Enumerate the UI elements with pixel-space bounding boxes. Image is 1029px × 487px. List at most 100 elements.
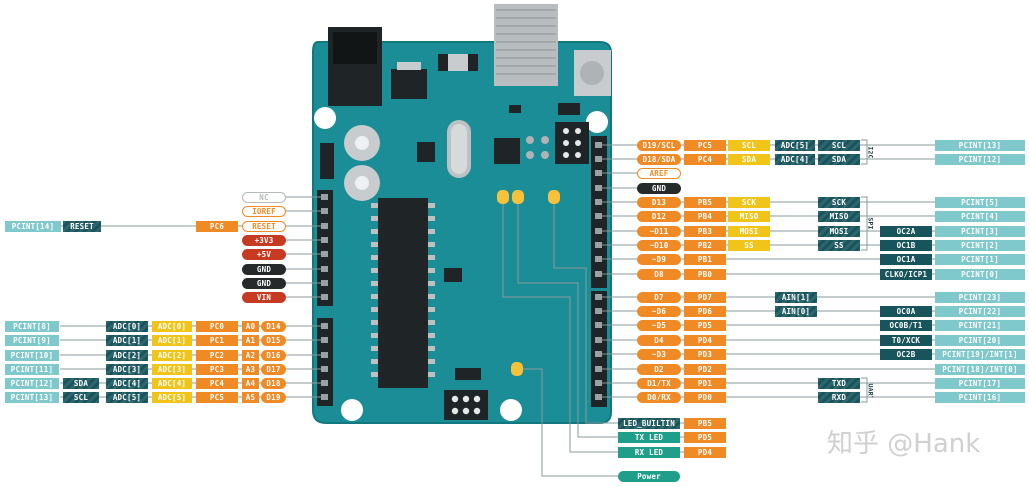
analog-pin-label: A3 xyxy=(242,363,259,375)
atmega328p-chip xyxy=(378,198,428,388)
digital-pin-label: D12 xyxy=(637,210,681,222)
chip-pin xyxy=(428,359,435,364)
chip-pin xyxy=(371,216,378,221)
header-pin xyxy=(321,266,328,272)
pcint-label: PCINT[5] xyxy=(935,196,1025,208)
icsp-pin xyxy=(575,128,581,134)
pcint-label: PCINT[22] xyxy=(935,305,1025,317)
header-pin xyxy=(595,294,602,300)
adc-label: ADC[4] xyxy=(152,377,192,389)
watermark-text: 知乎 @Hank xyxy=(827,429,981,459)
port-label: PB0 xyxy=(684,268,726,280)
header-pin xyxy=(321,251,328,257)
mounting-hole xyxy=(586,111,608,133)
analog-pin-label: A1 xyxy=(242,334,259,346)
header-pin xyxy=(595,199,602,205)
chip-pin xyxy=(428,281,435,286)
pcint-label: PCINT[14] xyxy=(5,220,61,232)
adc-label: ADC[0] xyxy=(106,320,148,332)
chip-pin xyxy=(428,255,435,260)
led-label: LED_BUILTIN xyxy=(618,417,680,429)
ain-label: AIN[1] xyxy=(775,291,817,303)
header-pin xyxy=(321,280,328,286)
icsp-pin xyxy=(563,140,569,146)
header-pin xyxy=(321,208,328,214)
pcint-label: PCINT[16] xyxy=(935,391,1025,403)
adc-label: ADC[4] xyxy=(775,153,815,165)
ain-label: AIN[0] xyxy=(775,305,817,317)
icsp-pin xyxy=(563,128,569,134)
function-label: MOSI xyxy=(728,225,770,237)
alt-function-label: OC1B xyxy=(880,239,932,251)
power-led xyxy=(511,362,523,376)
power-jack-opening xyxy=(333,32,377,64)
chip-pin xyxy=(428,229,435,234)
header-pin xyxy=(595,142,602,148)
port-label: PC5 xyxy=(196,391,238,403)
pcint-label: PCINT[11] xyxy=(5,363,59,375)
alt-function-label: RESET xyxy=(63,220,101,232)
port-label: PC1 xyxy=(196,334,238,346)
adc-label: ADC[5] xyxy=(106,391,148,403)
power-pin-label: GND xyxy=(242,263,286,275)
led-label: Power xyxy=(618,470,680,482)
onboard-led xyxy=(512,190,524,204)
port-label: PC0 xyxy=(196,320,238,332)
solder-pad xyxy=(541,151,549,159)
solder-pad xyxy=(541,136,549,144)
bus-bracket xyxy=(861,377,868,403)
led-leader-line xyxy=(517,204,618,438)
header-pin xyxy=(321,237,328,243)
digital-pin-label: D4 xyxy=(637,334,681,346)
digital-pin-label: D0/RX xyxy=(637,391,681,403)
alt-function-label: OC2B xyxy=(880,348,932,360)
port-label: PC2 xyxy=(196,349,238,361)
function-label: SCL xyxy=(728,139,770,151)
header-pin xyxy=(321,323,328,329)
port-label: PB2 xyxy=(684,239,726,251)
alt-function-label: OC1A xyxy=(880,253,932,265)
alt-function-label: CLKO/ICP1 xyxy=(880,268,932,280)
port-label: PC6 xyxy=(196,220,238,232)
analog-pin-label: A2 xyxy=(242,349,259,361)
digital-pin-label: D7 xyxy=(637,291,681,303)
port-label: PD5 xyxy=(684,319,726,331)
icsp-pin xyxy=(462,395,470,403)
reset-button-cap xyxy=(580,61,604,85)
port-label: PB1 xyxy=(684,253,726,265)
header-pin xyxy=(321,352,328,358)
digital-pin-label: ~D6 xyxy=(637,305,681,317)
icsp-pin xyxy=(473,407,481,415)
port-label: PD0 xyxy=(684,391,726,403)
pcint-label: PCINT[9] xyxy=(5,334,59,346)
adc-label: ADC[0] xyxy=(152,320,192,332)
adc-label: ADC[1] xyxy=(152,334,192,346)
power-pin-label: IOREF xyxy=(242,205,286,217)
pcint-label: PCINT[18]/INT[0] xyxy=(935,363,1025,375)
pcint-label: PCINT[3] xyxy=(935,225,1025,237)
bus-label: SS xyxy=(818,239,860,251)
solder-pad xyxy=(526,136,534,144)
port-label: PD2 xyxy=(684,363,726,375)
port-label: PB5 xyxy=(684,196,726,208)
header-pin xyxy=(595,380,602,386)
bus-bracket xyxy=(861,196,868,251)
bus-bracket-label: UART xyxy=(866,383,875,397)
adc-label: ADC[3] xyxy=(106,363,148,375)
function-label: SCK xyxy=(728,196,770,208)
chip-pin xyxy=(428,346,435,351)
adc-label: ADC[2] xyxy=(106,349,148,361)
smd-part xyxy=(558,103,580,115)
diode-band xyxy=(448,54,468,71)
icsp-pin xyxy=(473,395,481,403)
adc-label: ADC[1] xyxy=(106,334,148,346)
digital-pin-label: ~D11 xyxy=(637,225,681,237)
mounting-hole xyxy=(341,399,363,421)
icsp-pin xyxy=(563,152,569,158)
header-pin xyxy=(595,337,602,343)
header-pin xyxy=(321,380,328,386)
chip-pin xyxy=(428,372,435,377)
header-pin xyxy=(595,170,602,176)
